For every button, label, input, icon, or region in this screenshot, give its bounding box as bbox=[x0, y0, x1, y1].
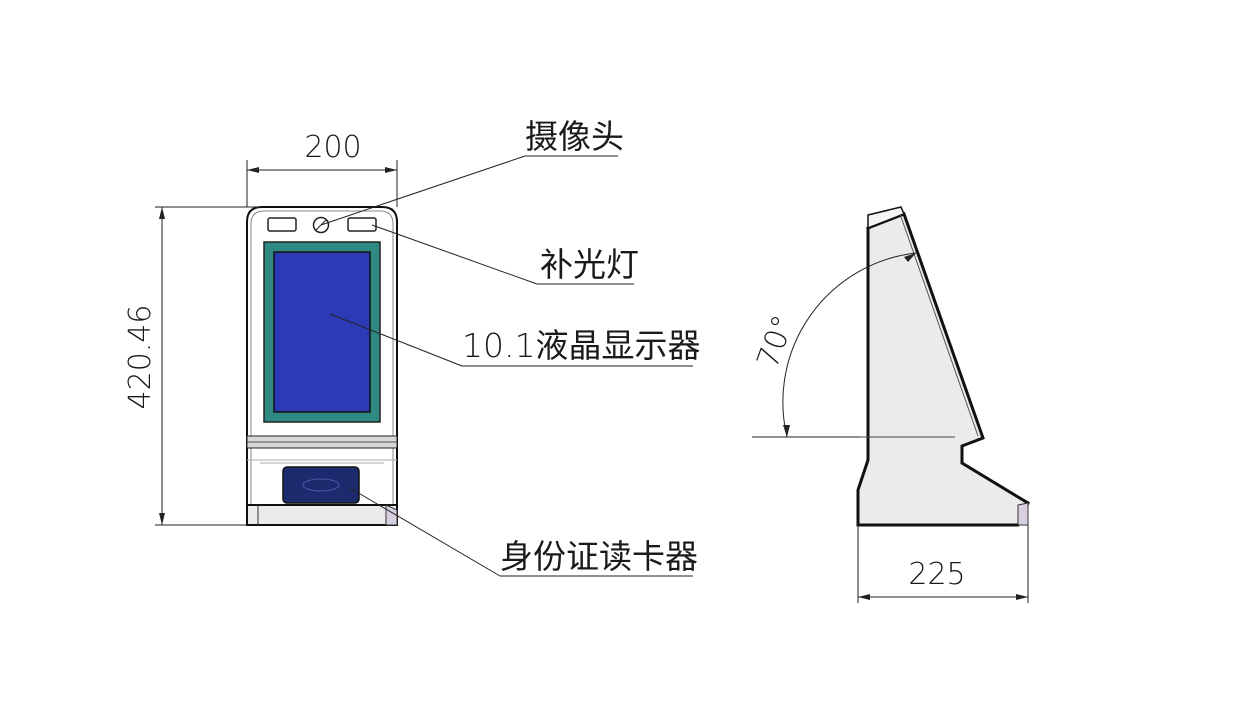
display-screen bbox=[273, 251, 371, 413]
height-dimension: 420.46 bbox=[123, 206, 262, 526]
callout-display-text: 10.1液晶显示器 bbox=[462, 326, 700, 365]
device-base bbox=[246, 504, 398, 526]
device-inner-border bbox=[250, 210, 394, 520]
width-dimension: 200 bbox=[246, 130, 398, 207]
depth-dimension-text: 225 bbox=[908, 557, 965, 592]
callout-id-reader: 身份证读卡器 bbox=[349, 487, 698, 577]
id-reader-pad bbox=[282, 466, 360, 504]
side-view bbox=[856, 206, 1030, 527]
width-dimension-text: 200 bbox=[304, 130, 361, 165]
angle-dimension-text: 70° bbox=[751, 311, 802, 373]
fill-light-right bbox=[347, 217, 377, 232]
height-dimension-text: 420.46 bbox=[123, 305, 158, 410]
callout-camera-text: 摄像头 bbox=[525, 117, 624, 156]
depth-dimension: 225 bbox=[857, 525, 1029, 603]
callout-fill-light: 补光灯 bbox=[371, 224, 639, 285]
fill-light-left bbox=[267, 217, 297, 232]
callout-id-reader-text: 身份证读卡器 bbox=[500, 537, 698, 576]
callout-camera: 摄像头 bbox=[320, 117, 624, 226]
callout-fill-light-text: 补光灯 bbox=[540, 245, 639, 284]
callout-display: 10.1液晶显示器 bbox=[329, 313, 700, 367]
front-view bbox=[246, 206, 398, 526]
